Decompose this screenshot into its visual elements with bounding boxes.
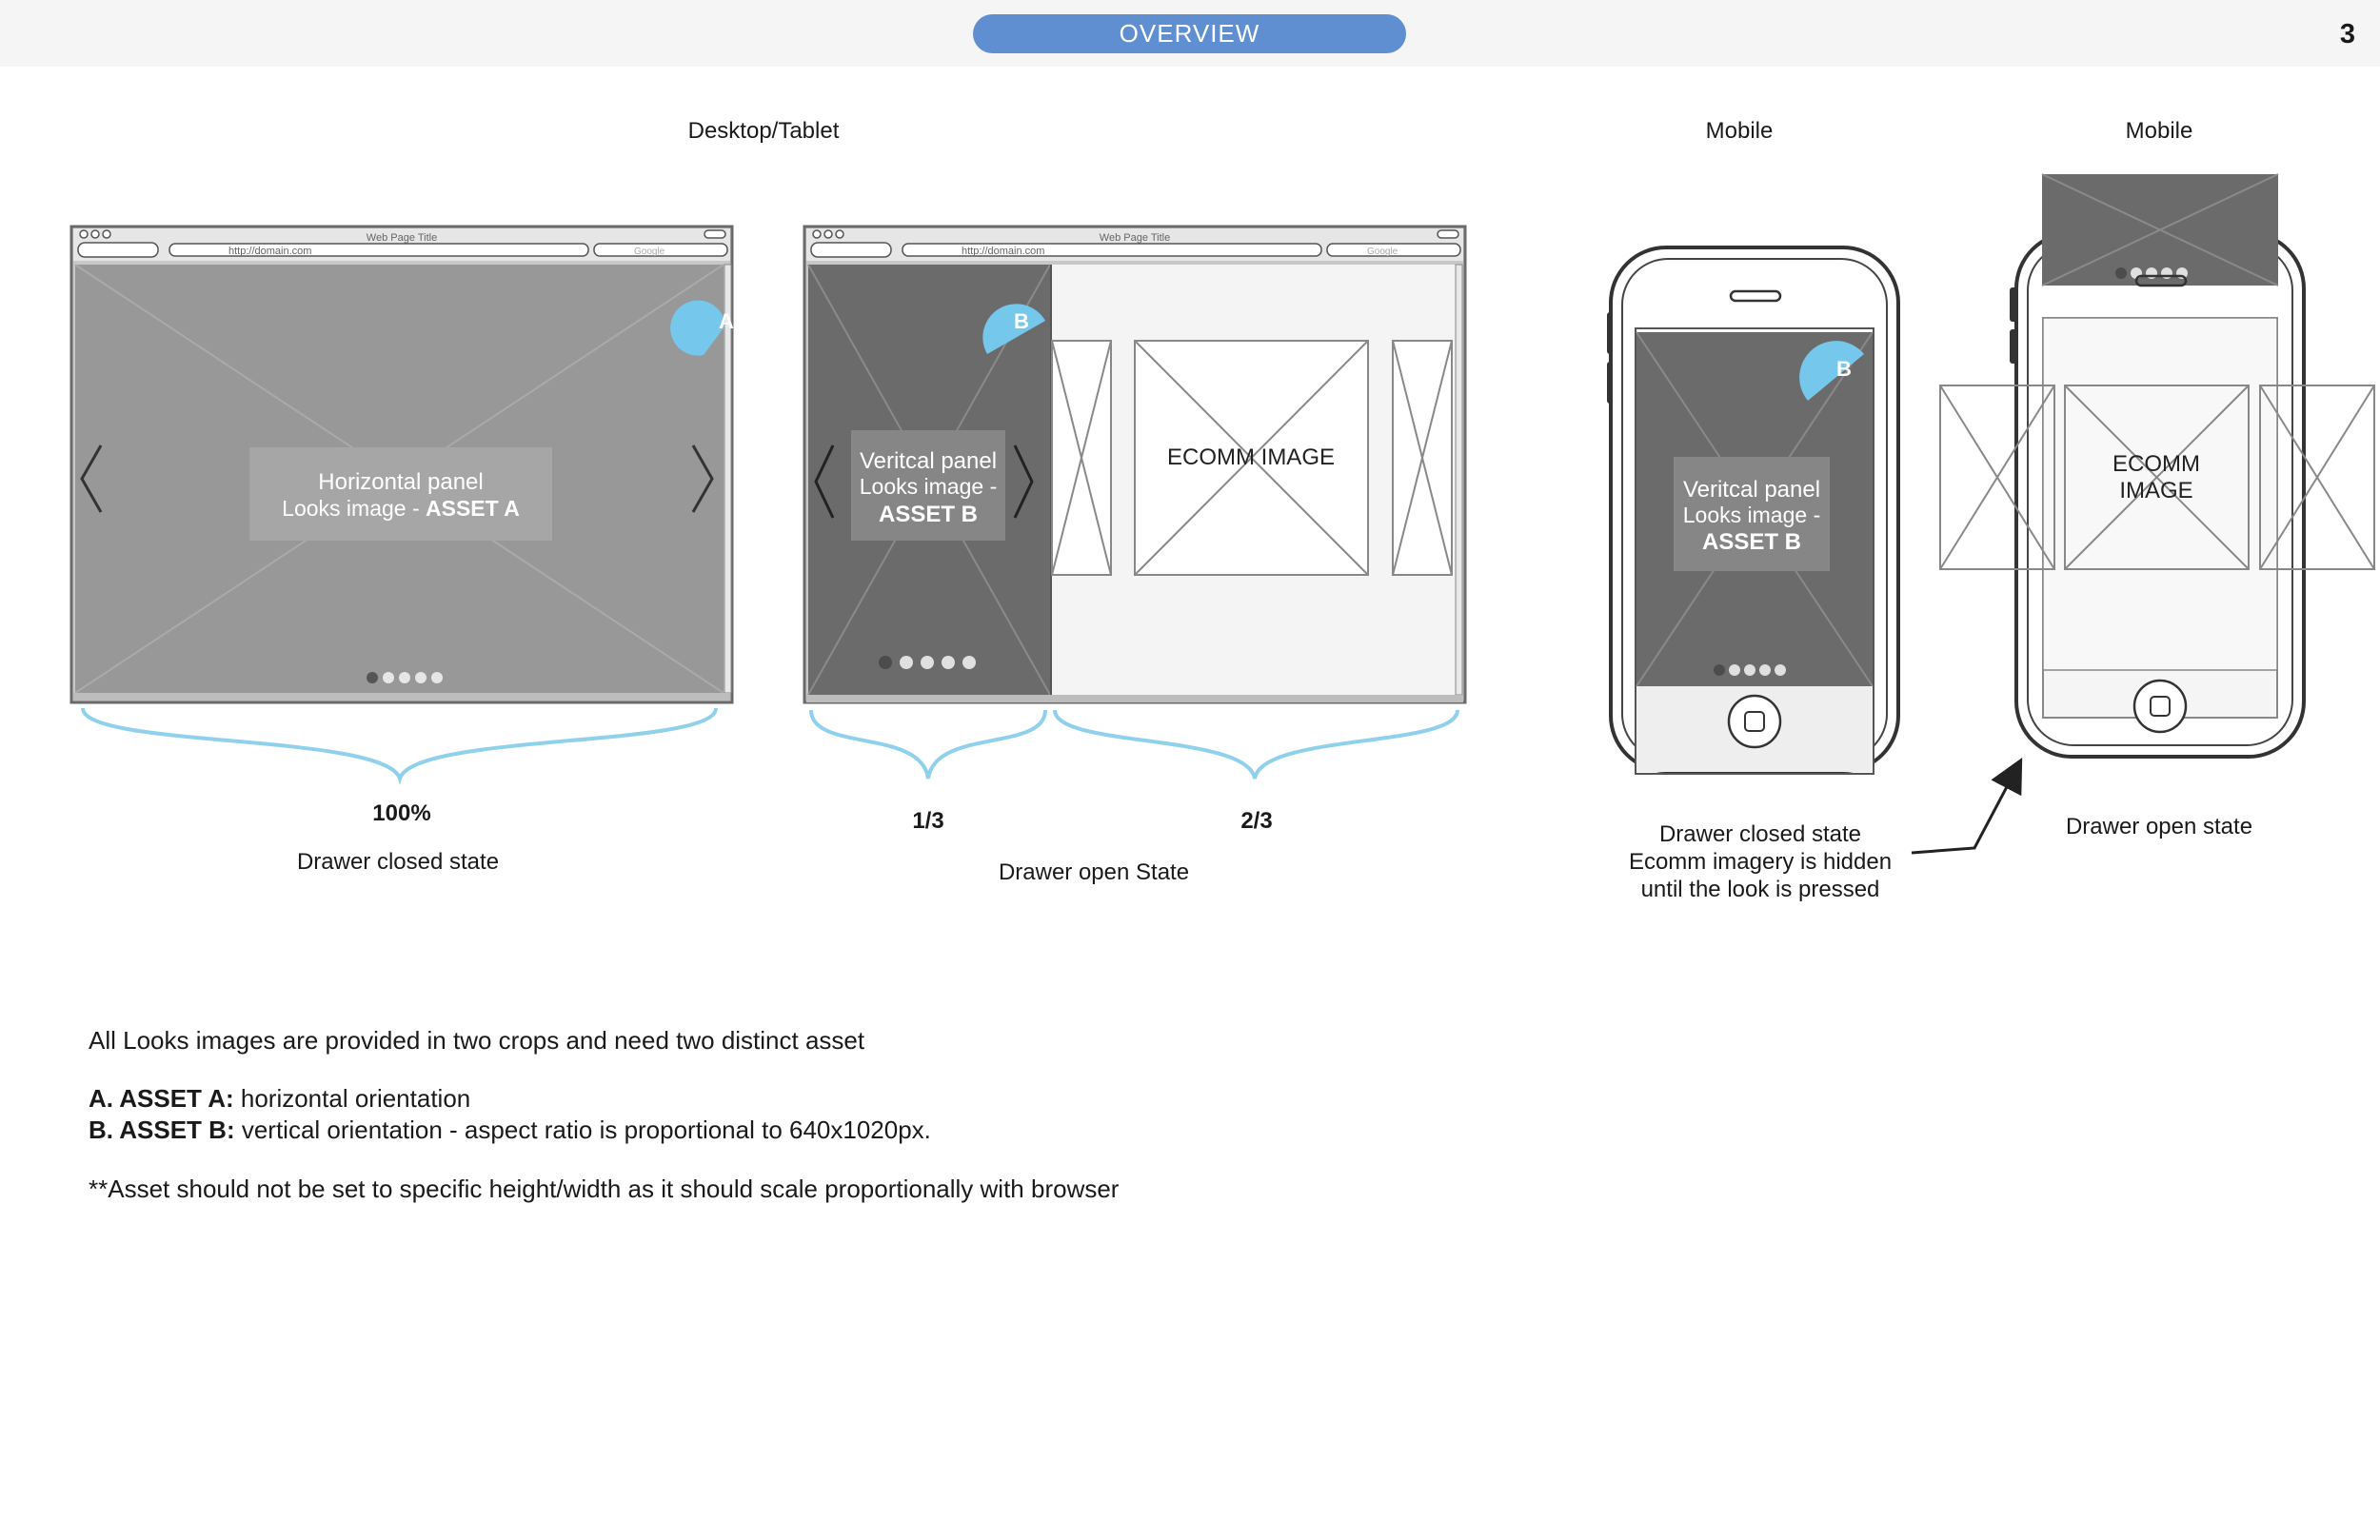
brace-100-percent [81, 707, 718, 785]
ecomm-image-label: ECOMM IMAGE [1167, 444, 1335, 470]
section-title-desktop: Desktop/Tablet [687, 118, 840, 144]
panel-subtitle: Looks image - [860, 474, 997, 499]
panel-asset-label: ASSET B [879, 502, 978, 527]
panel-title: Veritcal panel [860, 448, 997, 474]
measure-two-thirds: 2/3 [1240, 808, 1273, 834]
browser-url: http://domain.com [962, 246, 1044, 257]
transition-arrow [1911, 758, 2023, 855]
brace-two-thirds [1053, 709, 1459, 780]
overview-pill: OVERVIEW [973, 14, 1406, 53]
badge-a-icon [670, 300, 725, 356]
caption-mobile-open: Drawer open state [2065, 814, 2253, 839]
page-number: 3 [2339, 19, 2355, 49]
desktop-open-browser: Web Page Title http://domain.com Google … [803, 225, 1467, 704]
browser-title: Web Page Title [1100, 232, 1170, 244]
browser-search: Google [1367, 247, 1398, 257]
mobile-open-phone: ECOMM IMAGE [1939, 173, 2375, 759]
browser-title: Web Page Title [367, 232, 437, 244]
browser-url: http://domain.com [228, 246, 311, 257]
notes-footnote: **Asset should not be set to specific he… [89, 1175, 1120, 1203]
badge-b-icon [982, 304, 1045, 354]
panel-subtitle: Looks image - [1683, 503, 1820, 527]
measure-one-third: 1/3 [912, 808, 944, 834]
badge-b-label: B [1014, 309, 1029, 333]
brace-one-third [809, 709, 1047, 780]
asset-a-text: horizontal orientation [233, 1084, 471, 1113]
panel-asset-label: ASSET B [1702, 529, 1801, 555]
section-title-mobile-open: Mobile [2125, 118, 2193, 144]
browser-search: Google [634, 247, 665, 257]
panel-title: Veritcal panel [1683, 477, 1820, 503]
ecomm-image-label-2: IMAGE [2119, 478, 2192, 503]
panel-subtitle: Looks image - ASSET A [282, 496, 520, 521]
notes-intro: All Looks images are provided in two cro… [89, 1026, 865, 1055]
section-title-mobile-closed: Mobile [1705, 118, 1774, 144]
desktop-closed-browser: Web Page Title http://domain.com Google … [69, 225, 734, 704]
badge-a-label: A [719, 309, 734, 333]
notes-asset-a: A. ASSET A: horizontal orientation [89, 1083, 470, 1115]
badge-b-icon [1799, 341, 1864, 401]
asset-b-text: vertical orientation - aspect ratio is p… [234, 1116, 931, 1144]
caption-drawer-open: Drawer open State [998, 859, 1190, 885]
notes-asset-b: B. ASSET B: vertical orientation - aspec… [89, 1115, 931, 1146]
mobile-closed-phone: Veritcal panel Looks image - ASSET B B [1607, 246, 1900, 775]
caption-drawer-closed: Drawer closed state [296, 849, 500, 875]
badge-b-label: B [1836, 357, 1852, 381]
measure-100-percent: 100% [372, 800, 431, 826]
asset-b-label: B. ASSET B: [89, 1116, 235, 1144]
asset-a-label: A. ASSET A: [89, 1084, 234, 1113]
caption-line-1: Drawer closed state [1658, 821, 1862, 847]
caption-mobile-closed: Drawer closed state Ecomm imagery is hid… [1629, 820, 1892, 903]
ecomm-image-label: ECOMM [2112, 451, 2200, 477]
panel-title: Horizontal panel [318, 469, 483, 495]
caption-line-2: Ecomm imagery is hidden [1628, 849, 1893, 875]
caption-line-3: until the look is pressed [1640, 877, 1880, 902]
